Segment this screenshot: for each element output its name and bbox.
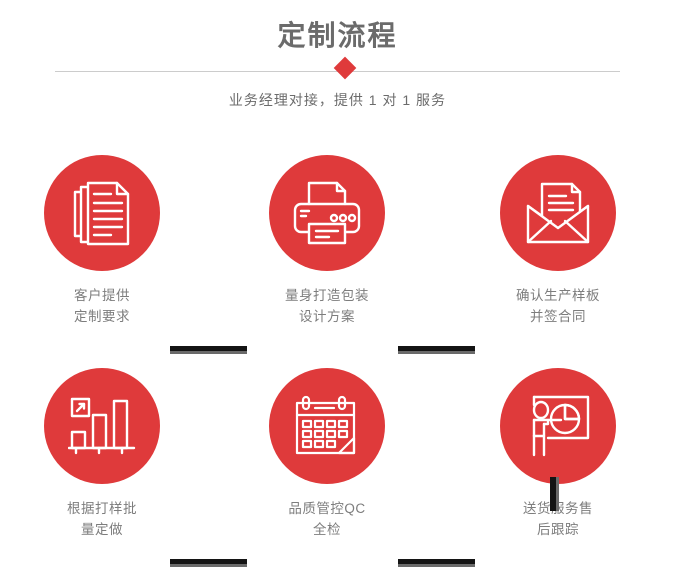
step-icon-circle-6 — [500, 368, 616, 484]
documents-stack-icon — [73, 181, 130, 246]
bar-chart-growth-icon — [68, 397, 136, 455]
connector-horizontal-4 — [398, 559, 475, 567]
step-item-3[interactable]: 确认生产样板 并签合同 — [468, 155, 648, 327]
step-icon-circle-1 — [44, 155, 160, 271]
step-item-1[interactable]: 客户提供 定制要求 — [12, 155, 192, 327]
page-header: 定制流程 业务经理对接，提供 1 对 1 服务 — [0, 0, 675, 125]
connector-horizontal-2 — [398, 346, 475, 354]
step-label-4: 根据打样批 量定做 — [67, 501, 137, 537]
connector-bar — [170, 346, 247, 351]
step-icon-circle-3 — [500, 155, 616, 271]
step-label-2: 量身打造包装 设计方案 — [285, 288, 369, 324]
connector-shadow — [398, 351, 475, 354]
step-item-5[interactable]: 品质管控QC 全检 — [237, 368, 417, 540]
printer-icon — [293, 181, 361, 245]
step-icon-circle-2 — [269, 155, 385, 271]
connector-vertical-1 — [550, 477, 559, 511]
calendar-icon — [295, 395, 356, 455]
title-divider — [55, 56, 620, 80]
connector-shadow — [170, 351, 247, 354]
step-icon-circle-5 — [269, 368, 385, 484]
step-item-6[interactable]: 送货服务售 后跟踪 — [468, 368, 648, 540]
step-label-5: 品质管控QC 全检 — [288, 501, 366, 537]
connector-bar — [550, 477, 556, 511]
page-title: 定制流程 — [277, 20, 398, 51]
connector-shadow — [556, 477, 559, 511]
connector-horizontal-3 — [170, 559, 247, 567]
step-label-1: 客户提供 定制要求 — [74, 288, 130, 324]
step-label-3: 确认生产样板 并签合同 — [516, 288, 600, 324]
step-icon-circle-4 — [44, 368, 160, 484]
envelope-document-icon — [526, 182, 590, 244]
page-subtitle: 业务经理对接，提供 1 对 1 服务 — [228, 92, 447, 108]
connector-bar — [398, 346, 475, 351]
connector-horizontal-1 — [170, 346, 247, 354]
diamond-icon — [333, 56, 357, 80]
presenter-pie-chart-icon — [532, 395, 590, 457]
process-steps: 客户提供 定制要求 量身打造包装 设计方案 — [0, 140, 675, 567]
step-item-4[interactable]: 根据打样批 量定做 — [12, 368, 192, 540]
step-item-2[interactable]: 量身打造包装 设计方案 — [237, 155, 417, 327]
